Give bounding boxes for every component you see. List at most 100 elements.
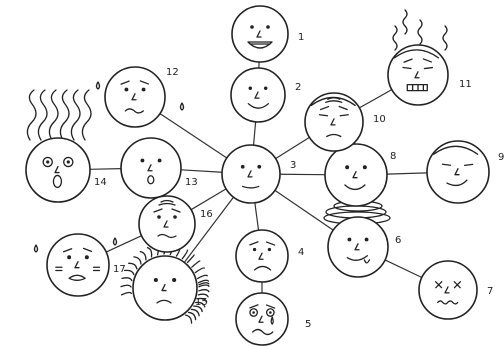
face-14: 14 [25,137,107,203]
eyebrows [120,80,150,85]
pupil [252,311,255,314]
face-number-label: 11 [459,79,472,90]
eye [124,87,129,92]
hair-strand [197,274,208,280]
nose [444,286,450,294]
eyebrows [403,58,433,63]
face-outline [120,137,182,199]
eye [265,308,275,317]
hair-strand [198,289,210,293]
sweat-drop [33,244,39,253]
hair-strand [187,311,197,321]
face-1: 1 [231,5,304,63]
mouth [124,108,145,114]
eyebrows [249,304,276,309]
sweat-drop [112,237,118,246]
hair-strand [48,89,59,141]
face-5: 5 [235,292,311,346]
eyes [434,281,462,289]
nose [131,93,137,101]
nose [147,164,153,172]
eye [345,165,350,170]
eye [157,158,162,163]
mouth [252,328,274,336]
mouth [436,300,459,305]
hair-strand [133,256,142,265]
eye [141,87,146,92]
hair-strand [121,277,133,282]
eye [240,164,245,169]
eye [157,215,161,219]
face-number-label: 4 [298,247,304,258]
eye [364,237,369,242]
hair-strand [186,254,195,264]
eye [257,164,262,169]
hair-strand [197,293,209,298]
sweat-drop [95,81,101,90]
eye [153,277,158,283]
mouth [344,184,366,191]
face-outline [46,233,110,297]
hair-strand [70,89,81,141]
face-outline [387,44,449,106]
connector-3-2 [252,121,257,146]
hair-strand [193,305,203,313]
face-outline [104,66,166,128]
face-8: 8 [324,143,396,207]
face-number-label: 14 [94,177,107,188]
blush-lines [55,266,101,272]
mouth [52,174,63,189]
face-outline [324,143,388,207]
mouth [156,299,172,304]
face-number-label: 17 [113,264,126,275]
eye [263,86,268,90]
nose [354,243,360,251]
pupil [66,160,70,164]
connector-layer [89,61,428,293]
face-number-label: 7 [487,286,493,297]
connector-3-13 [180,169,223,173]
eye [249,308,259,317]
face-number-label: 5 [305,319,311,330]
hair-strand [181,249,189,260]
forehead-lines [158,199,176,206]
eye [252,247,257,252]
nose [161,283,167,292]
nose [454,168,460,176]
face-3: 3 [221,144,296,204]
hair-strand [190,308,200,317]
face-number-label: 8 [390,151,396,162]
pupil [46,160,50,164]
face-number-label: 1 [298,32,304,43]
face-outline [327,216,389,278]
eyes [441,163,474,167]
face-number-label: 9 [498,152,504,163]
eye [347,237,352,242]
mouth [446,179,468,187]
face-outline [230,67,286,123]
connector-13-14 [89,168,122,170]
connector-3-6 [274,189,334,231]
connector-3-4 [254,202,260,231]
eye [266,25,270,29]
face-2: 2 [230,67,301,123]
hair-strand [196,297,208,303]
eye [42,156,53,168]
connector-3-16 [190,188,227,211]
face-11: 11 [387,44,472,106]
face-9: 9 [426,140,504,204]
face-outline [304,92,364,152]
connector-3-10 [275,136,310,160]
mouth [247,103,270,109]
connector-16-17 [105,235,142,253]
nose [330,118,336,126]
hair-strand [191,260,201,268]
steam-line [392,25,398,51]
connector-10-11 [359,89,393,109]
face-7: 7 [418,260,493,320]
eyes [318,114,349,117]
face-17: 17 [46,233,126,297]
face-outline [132,255,198,321]
mouth [253,265,272,271]
